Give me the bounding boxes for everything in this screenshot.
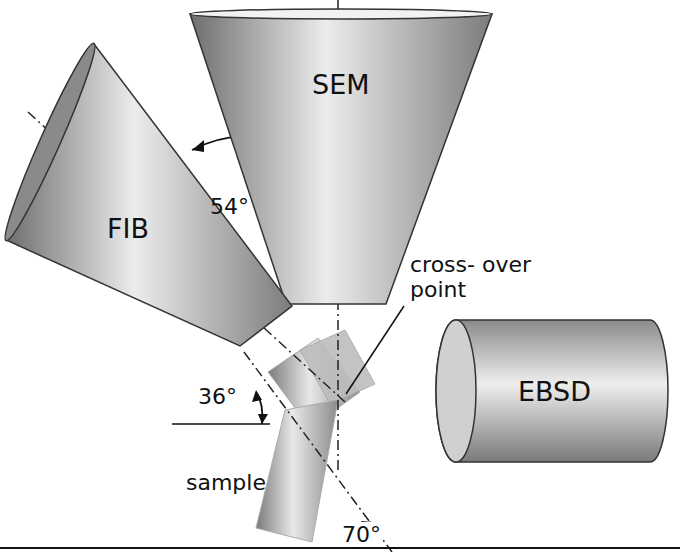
fib-cone: FIB (0, 40, 298, 352)
callout-label: cross- over point (410, 252, 540, 302)
sample-block (256, 400, 338, 542)
horizontal-line (172, 423, 270, 425)
ebsd-detector: EBSD (430, 316, 672, 466)
node-label: SEM (312, 69, 370, 100)
arrow-head (252, 390, 262, 402)
arrow-head (258, 414, 268, 424)
angle-label: 70° (340, 522, 383, 547)
fib-cone-outline (0, 40, 298, 352)
angle-label: 54° (210, 194, 249, 219)
base-line (0, 547, 680, 549)
node-label: EBSD (518, 376, 591, 407)
arrow-head (192, 140, 204, 152)
leader-line (346, 306, 404, 394)
part-label: sample (186, 470, 266, 495)
node-label: FIB (107, 213, 149, 244)
tilt-axis (244, 352, 392, 552)
angle-label: 36° (198, 384, 237, 409)
